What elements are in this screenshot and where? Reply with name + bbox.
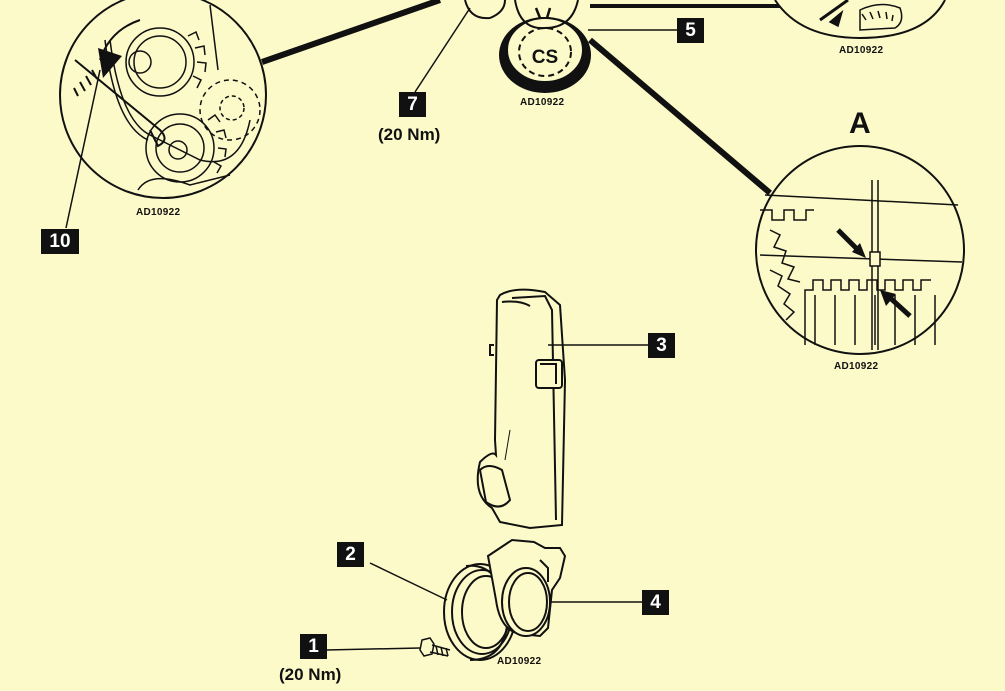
detail-connector-lines [261, 0, 780, 196]
callout-4: 4 [642, 590, 669, 615]
top-right-detail-circle [774, 0, 946, 40]
callout-7-leader [414, 7, 471, 93]
callout-1-leader [325, 647, 421, 651]
callout-10: 10 [41, 229, 79, 254]
timing-cover [476, 288, 567, 530]
ref-code-left-detail: AD10922 [136, 207, 181, 218]
ref-code-bottom: AD10922 [497, 656, 542, 667]
torque-label-7: (20 Nm) [378, 125, 441, 144]
callout-2-leader [369, 562, 448, 601]
cs-mark-label: CS [532, 47, 558, 68]
callout-5: 5 [677, 18, 704, 43]
callout-7: 7 [399, 92, 426, 117]
left-detail-circle [59, 0, 267, 199]
cs-marked-component [464, 0, 591, 93]
callout-10-leader [65, 69, 101, 229]
callout-1: 1 [300, 634, 327, 659]
detail-a-letter: A [849, 107, 871, 140]
torque-label-1: (20 Nm) [279, 665, 342, 684]
detail-a-circle [755, 145, 965, 355]
ref-code-top-right-detail: AD10922 [839, 45, 884, 56]
ref-code-detail-a: AD10922 [834, 361, 879, 372]
crankshaft-sprocket-guide [486, 538, 567, 638]
ref-code-cs-component: AD10922 [520, 97, 565, 108]
callout-2: 2 [337, 542, 364, 567]
pulley-bolt [419, 637, 451, 657]
callout-3: 3 [648, 333, 675, 358]
